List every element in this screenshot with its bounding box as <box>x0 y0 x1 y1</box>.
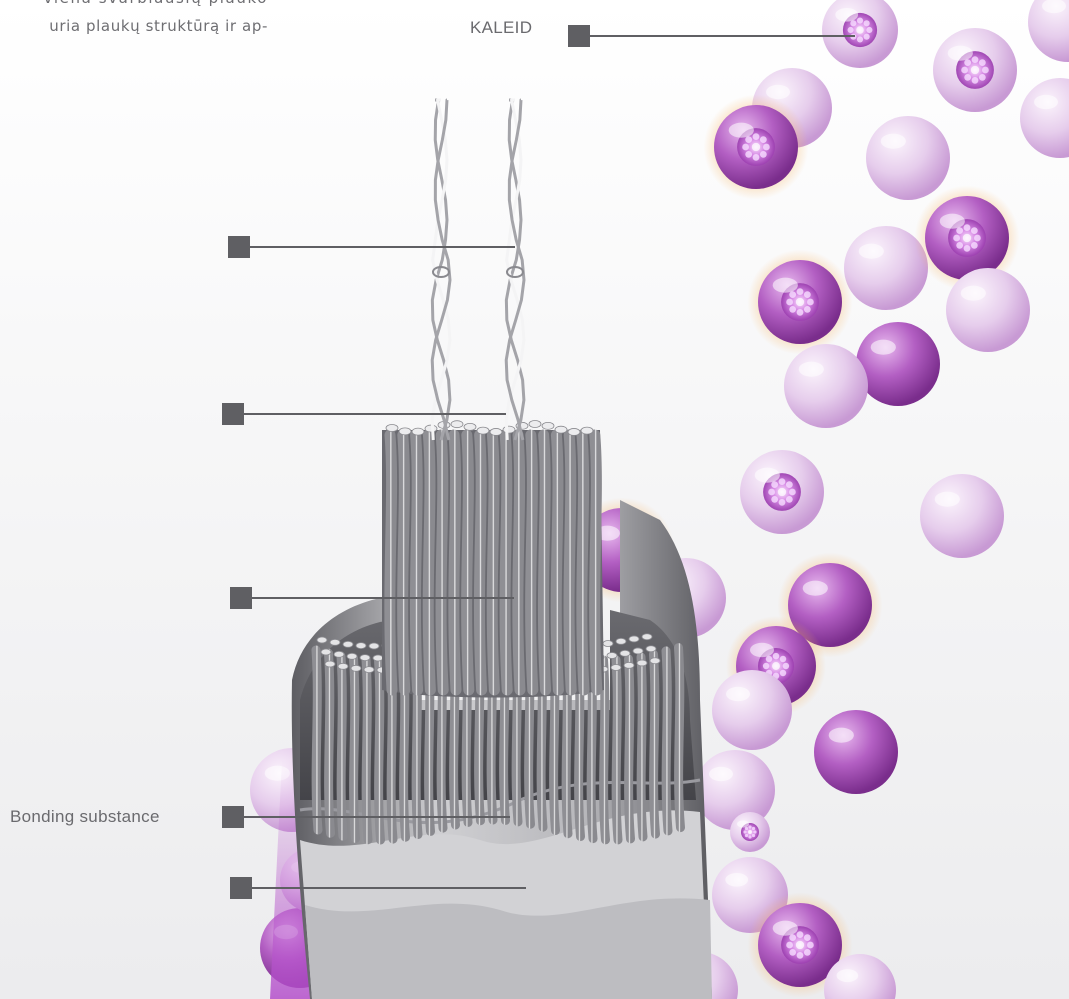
kaleid-sphere <box>1028 0 1069 62</box>
strand-marker <box>228 236 250 258</box>
kaleid-sphere <box>933 28 1017 112</box>
kaleid-sphere <box>712 670 792 750</box>
cuticle-marker <box>230 877 252 899</box>
kaleid-leader-line <box>590 35 855 37</box>
intro-paragraph: viena svarbiausių plauko uria plaukų str… <box>0 0 268 40</box>
twisted-strand <box>432 100 450 440</box>
intro-line-1: viena svarbiausių plauko <box>0 0 268 12</box>
kaleid-marker <box>568 25 590 47</box>
kaleid-sphere <box>946 268 1030 352</box>
hair-shaft <box>270 100 712 999</box>
strand-leader-line <box>250 246 515 248</box>
kaleid-sphere <box>1020 78 1069 158</box>
kaleid-label: KALEID <box>470 18 532 38</box>
kaleid-sphere <box>784 344 868 428</box>
bonding-leader-line <box>244 816 510 818</box>
kaleid-sphere <box>740 450 824 534</box>
macrofibril-marker <box>230 587 252 609</box>
macrofibril-leader-line <box>252 597 514 599</box>
cuticle-leader-line <box>252 887 526 889</box>
kaleid-sphere <box>704 95 809 200</box>
intro-line-2: uria plaukų struktūrą ir ap- <box>0 12 268 40</box>
microfibril-marker <box>222 403 244 425</box>
bonding-substance-label: Bonding substance <box>10 807 160 827</box>
cuticle-layer-2 <box>305 898 712 999</box>
kaleid-sphere <box>920 474 1004 558</box>
kaleid-sphere <box>856 322 940 406</box>
microfibril-leader-line <box>244 413 506 415</box>
macrofibril-column <box>386 421 597 690</box>
kaleid-sphere <box>822 0 898 68</box>
bonding-substance-marker <box>222 806 244 828</box>
kaleid-sphere <box>748 250 853 355</box>
kaleid-sphere <box>814 710 898 794</box>
kaleid-sphere <box>730 812 770 852</box>
kaleid-sphere <box>866 116 950 200</box>
twisted-strand <box>506 100 524 440</box>
